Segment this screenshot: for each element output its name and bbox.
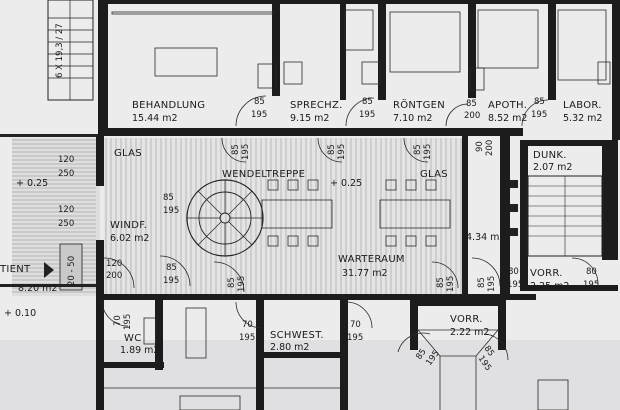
glas-left-label: GLAS [114, 148, 142, 159]
door-wc-w: 70 [113, 315, 123, 326]
room-name-schwest: SCHWEST. [270, 330, 324, 341]
mat-label: 20 - 50 [67, 256, 77, 286]
room-name-apoth: APOTH. [488, 100, 527, 111]
door-corr-4-h: 200 [485, 140, 495, 156]
door-sprechz-w: 85 [362, 97, 373, 107]
window-2-h: 250 [58, 219, 74, 229]
door-wc-h: 195 [123, 314, 133, 330]
door-warte-2-h: 195 [446, 276, 456, 292]
paper-shadow [0, 340, 620, 410]
room-name-vorr-right: VORR. [530, 268, 563, 279]
room-name-windf: WINDF. [110, 220, 147, 231]
spiral-stair [186, 179, 264, 257]
dimension-434: 4.34 m [466, 232, 499, 243]
door-arcs [101, 95, 599, 361]
level-label-b: + 0.25 [330, 178, 362, 189]
room-area-vorr-right: 2.25 m2 [530, 281, 569, 292]
door-warte-1-h: 195 [237, 276, 247, 292]
door-stair-w: 85 [163, 193, 174, 203]
room-area-windf: 6.02 m2 [110, 233, 149, 244]
bottom-walls [96, 300, 506, 410]
window-1-w: 120 [58, 155, 74, 165]
door-corr-2-h: 195 [337, 144, 347, 160]
door-schwest-1-h: 195 [239, 333, 255, 343]
door-warte-1-w: 85 [227, 277, 237, 288]
door-windf-inner-w: 85 [166, 263, 177, 273]
door-corr-3-h: 195 [423, 144, 433, 160]
stair-left-label: 6 X 19,3 / 27 [55, 23, 65, 78]
window-2-w: 120 [58, 205, 74, 215]
room-area-vorr-center: 2.22 m2 [450, 327, 489, 338]
room-name-sprechz: SPRECHZ. [290, 100, 343, 111]
door-windf-w: 120 [106, 259, 122, 269]
room-name-dunk: DUNK. [533, 150, 567, 161]
door-corr-1-h: 195 [241, 144, 251, 160]
door-vorr-a-h: 195 [507, 280, 523, 290]
door-corr-1-w: 85 [231, 144, 241, 155]
door-apoth-w: 85 [534, 97, 545, 107]
upper-furniture [111, 9, 611, 91]
middle-walls [96, 136, 618, 300]
room-area-behandlung: 15.44 m2 [132, 113, 178, 124]
door-vorr-a-w: 80 [508, 267, 519, 277]
door-vorr-b-h: 195 [583, 280, 599, 290]
door-corr-4-w: 90 [475, 141, 485, 152]
door-warte-2-w: 85 [436, 277, 446, 288]
door-warte-3-h: 195 [487, 276, 497, 292]
room-area-dunk: 2.07 m2 [533, 162, 572, 173]
glas-right-label: GLAS [420, 169, 448, 180]
room-area-labor: 5.32 m2 [563, 113, 602, 124]
room-area-sprechz: 9.15 m2 [290, 113, 329, 124]
door-windf-inner-h: 195 [163, 276, 179, 286]
waiting-furniture [261, 179, 451, 247]
door-sprechz-h: 195 [359, 110, 375, 120]
door-vorr-b-w: 80 [586, 267, 597, 277]
room-area-schwest: 2.80 m2 [270, 342, 309, 353]
door-roentgen-w: 85 [466, 99, 477, 109]
room-area-warteraum: 31.77 m2 [342, 268, 388, 279]
room-name-tient: TIENT [0, 264, 31, 275]
room-area-tient: 8.20 m2 [18, 283, 57, 294]
door-corr-3-w: 85 [413, 144, 423, 155]
door-schwest-2-w: 70 [350, 320, 361, 330]
top-walls [98, 0, 620, 140]
door-warte-3-w: 85 [477, 277, 487, 288]
door-windf-h: 200 [106, 271, 122, 281]
door-behandlung-w: 85 [254, 97, 265, 107]
room-name-behandlung: BEHANDLUNG [132, 100, 205, 111]
room-area-roentgen: 7.10 m2 [393, 113, 432, 124]
door-schwest-1-w: 70 [242, 320, 253, 330]
entrance [0, 134, 98, 291]
room-name-vorr-center: VORR. [450, 314, 483, 325]
door-dims: 85 195 85 195 85 200 85 195 120 250 120 … [58, 97, 599, 343]
window-1-h: 250 [58, 169, 74, 179]
door-schwest-2-h: 195 [347, 333, 363, 343]
room-name-warteraum: WARTERAUM [338, 254, 405, 265]
door-corr-2-w: 85 [327, 144, 337, 155]
room-name-wc: WC [124, 333, 141, 344]
room-name-labor: LABOR. [563, 100, 602, 111]
room-area-apoth: 8.52 m2 [488, 113, 527, 124]
wendeltreppe-label: WENDELTREPPE [222, 169, 305, 180]
room-area-wc: 1.89 m2 [120, 345, 159, 356]
door-stair-h: 195 [163, 206, 179, 216]
door-behandlung-h: 195 [251, 110, 267, 120]
door-roentgen-h: 200 [464, 111, 480, 121]
hatched-floor [12, 138, 464, 296]
level-label-a: + 0.25 [16, 178, 48, 189]
room-name-roentgen: RÖNTGEN [393, 98, 445, 111]
door-apoth-h: 195 [531, 110, 547, 120]
bottom-outlines [104, 307, 569, 410]
left-stair [47, 0, 94, 101]
level-label-c: + 0.10 [4, 308, 36, 319]
right-stair [510, 175, 603, 257]
